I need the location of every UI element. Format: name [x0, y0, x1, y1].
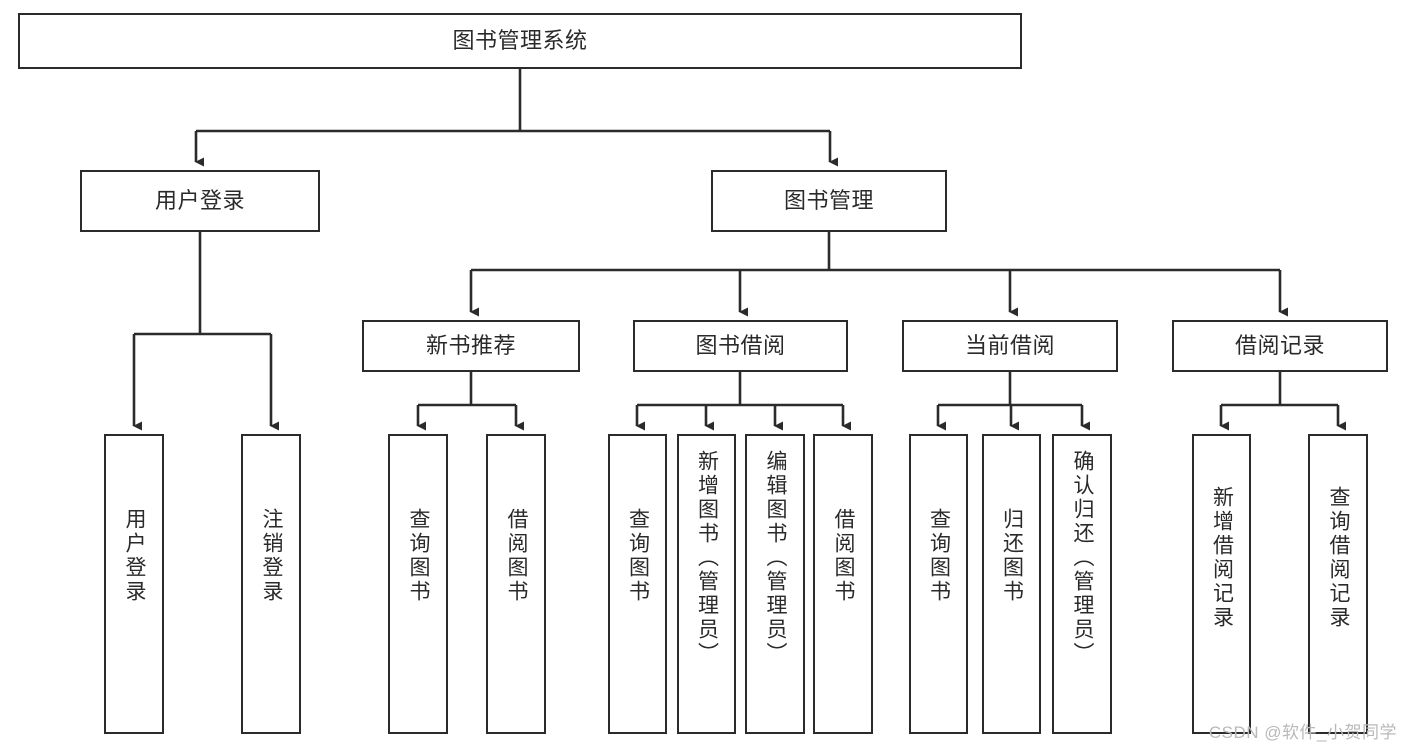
- leaf-borrow-book-2-label: 借阅图书: [832, 508, 856, 604]
- leaf-add-book-admin-label: 新增图书（管理员）: [695, 450, 719, 666]
- leaf-query-book-1[interactable]: 查询图书: [388, 434, 448, 734]
- leaf-add-borrow-record[interactable]: 新增借阅记录: [1192, 434, 1251, 734]
- node-current-borrow[interactable]: 当前借阅: [902, 320, 1118, 372]
- leaf-user-login[interactable]: 用户登录: [104, 434, 164, 734]
- node-borrow-record-label: 借阅记录: [1234, 333, 1325, 359]
- leaf-query-book-3-label: 查询图书: [927, 508, 951, 604]
- leaf-confirm-return-admin-label: 确认归还（管理员）: [1071, 450, 1095, 666]
- node-borrow-record[interactable]: 借阅记录: [1172, 320, 1388, 372]
- node-user-login[interactable]: 用户登录: [80, 170, 320, 232]
- leaf-return-book-label: 归还图书: [1000, 508, 1024, 604]
- leaf-user-logout-label: 注销登录: [260, 508, 284, 604]
- leaf-user-logout[interactable]: 注销登录: [241, 434, 301, 734]
- node-root-label: 图书管理系统: [452, 28, 588, 54]
- node-book-management-label: 图书管理: [783, 188, 874, 214]
- leaf-query-book-1-label: 查询图书: [407, 508, 431, 604]
- node-book-borrow[interactable]: 图书借阅: [633, 320, 848, 372]
- leaf-query-book-2-label: 查询图书: [626, 508, 650, 604]
- node-current-borrow-label: 当前借阅: [964, 333, 1055, 359]
- leaf-borrow-book-1-label: 借阅图书: [505, 508, 529, 604]
- leaf-edit-book-admin[interactable]: 编辑图书（管理员）: [745, 434, 805, 734]
- node-new-book-recommend[interactable]: 新书推荐: [362, 320, 580, 372]
- node-root[interactable]: 图书管理系统: [18, 13, 1022, 69]
- leaf-return-book[interactable]: 归还图书: [982, 434, 1041, 734]
- leaf-query-book-2[interactable]: 查询图书: [608, 434, 667, 734]
- node-new-book-recommend-label: 新书推荐: [425, 333, 516, 359]
- leaf-confirm-return-admin[interactable]: 确认归还（管理员）: [1052, 434, 1112, 734]
- node-book-borrow-label: 图书借阅: [695, 333, 786, 359]
- leaf-borrow-book-1[interactable]: 借阅图书: [486, 434, 546, 734]
- node-user-login-label: 用户登录: [154, 188, 245, 214]
- leaf-add-book-admin[interactable]: 新增图书（管理员）: [677, 434, 736, 734]
- node-book-management[interactable]: 图书管理: [711, 170, 947, 232]
- leaf-user-login-label: 用户登录: [123, 508, 147, 604]
- leaf-add-borrow-record-label: 新增借阅记录: [1210, 486, 1234, 630]
- leaf-query-book-3[interactable]: 查询图书: [909, 434, 968, 734]
- leaf-edit-book-admin-label: 编辑图书（管理员）: [764, 450, 788, 666]
- leaf-query-borrow-record[interactable]: 查询借阅记录: [1308, 434, 1368, 734]
- leaf-borrow-book-2[interactable]: 借阅图书: [813, 434, 873, 734]
- leaf-query-borrow-record-label: 查询借阅记录: [1327, 486, 1351, 630]
